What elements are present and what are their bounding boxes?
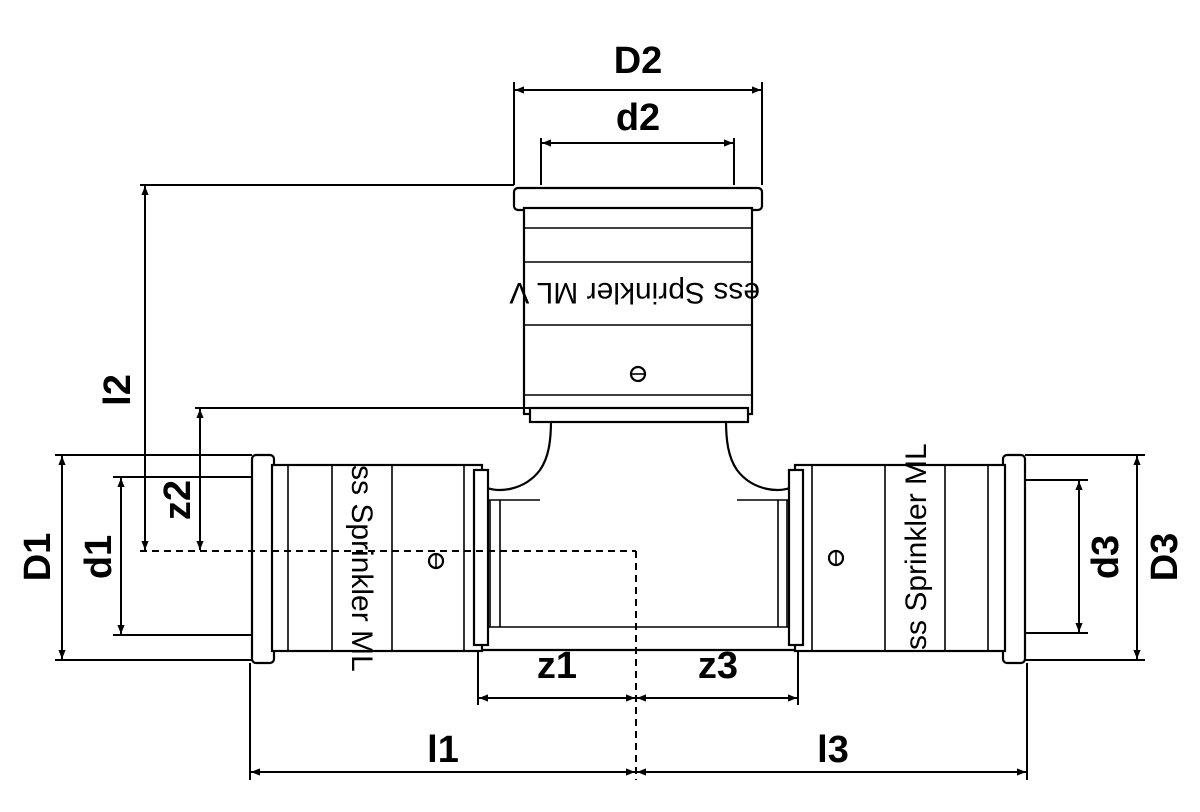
dimension-arrows: [58, 86, 1141, 776]
label-z3: z3: [698, 645, 738, 687]
left-sleeve-marking: ss Sprinkler ML: [345, 465, 378, 672]
center-lines: [140, 550, 637, 780]
label-l3: l3: [817, 729, 849, 771]
label-d3: d3: [1085, 535, 1127, 579]
right-sleeve-marking: ss Sprinkler ML: [900, 443, 933, 650]
dimension-labels: D2 d2 l2 z2 D1 d1 d3 D3 z1 z3 l1 l3: [17, 40, 1186, 771]
label-z2: z2: [157, 480, 199, 520]
label-z1: z1: [537, 645, 577, 687]
top-sleeve-marking: ess Sprinkler ML V: [509, 276, 760, 309]
label-l2: l2: [97, 374, 139, 406]
label-d2: d2: [616, 97, 660, 139]
label-D3: D3: [1144, 533, 1186, 582]
top-press-sleeve: ess Sprinkler ML V: [509, 186, 764, 424]
right-press-sleeve: ss Sprinkler ML: [787, 443, 1027, 665]
label-D1: D1: [17, 533, 59, 582]
left-press-sleeve: ss Sprinkler ML: [250, 453, 490, 672]
label-d1: d1: [78, 535, 120, 579]
extension-lines: [55, 82, 1145, 780]
label-l1: l1: [427, 729, 459, 771]
label-D2: D2: [614, 40, 663, 82]
tee-body: [473, 418, 804, 652]
